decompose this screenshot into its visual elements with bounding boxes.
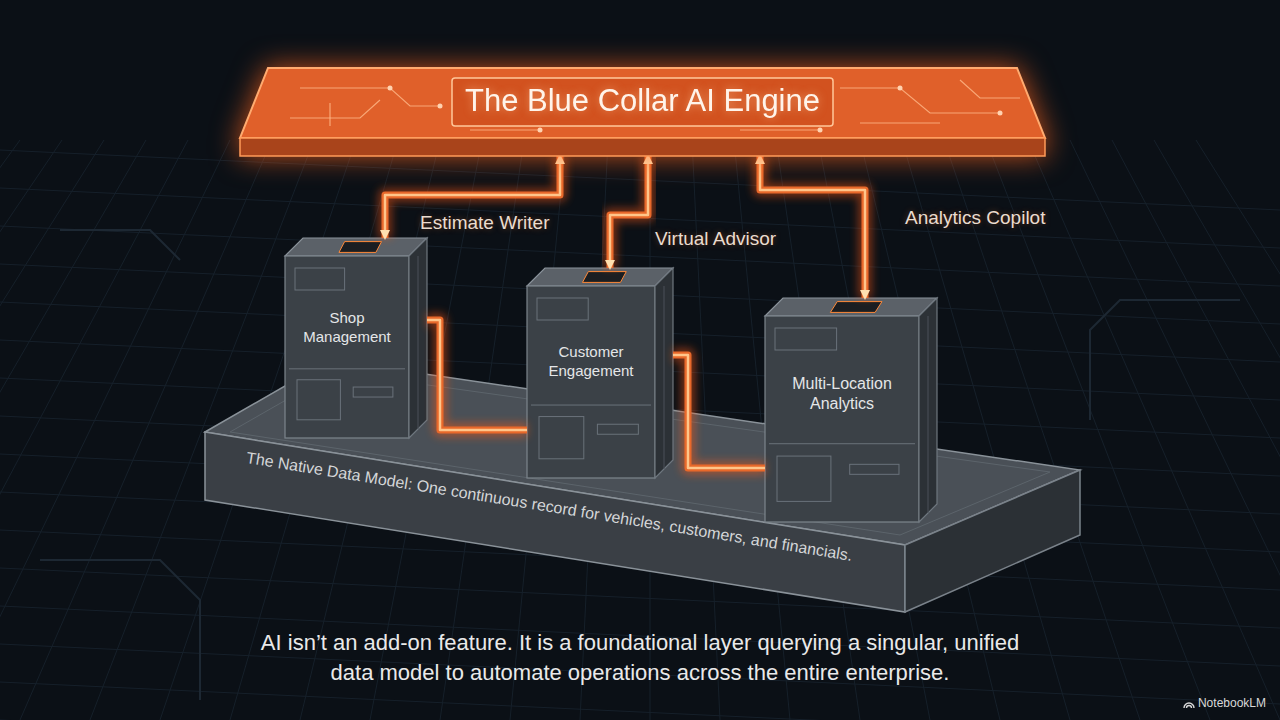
watermark-icon: [1183, 697, 1195, 709]
grid-line: [0, 140, 62, 720]
box-label: Shop Management: [291, 308, 403, 346]
connector-glow: [610, 156, 648, 268]
box-seam: [664, 286, 665, 469]
connector-pipe: [673, 355, 765, 468]
connector-glow: [760, 156, 865, 298]
grid-line: [0, 682, 1280, 720]
watermark: NotebookLM: [1198, 696, 1266, 710]
box-top: [527, 268, 673, 286]
glow-connector: [427, 320, 527, 430]
glow-connector: [610, 156, 648, 268]
connector-pipe: [385, 156, 560, 238]
box-seam: [289, 368, 405, 369]
glow-connector: [385, 156, 560, 238]
caption-text: AI isn’t an add-on feature. It is a foun…: [240, 628, 1040, 688]
connector-core: [427, 320, 527, 430]
box-opening: [582, 272, 626, 283]
circuit-trace: [40, 560, 200, 700]
box-label: Multi-Location Analytics: [771, 374, 913, 414]
box-side: [655, 268, 673, 478]
circuit-pad: [898, 86, 903, 91]
circuit-trace: [840, 88, 1000, 113]
box-front: [765, 316, 919, 522]
box-label: Customer Engagement: [533, 342, 649, 380]
box-seam: [928, 316, 929, 513]
box-opening: [339, 242, 382, 253]
circuit-pad: [818, 128, 823, 133]
connector-core: [385, 156, 560, 238]
box-panel: [850, 464, 899, 474]
connector-label: Virtual Advisor: [655, 228, 776, 250]
box-panel: [295, 268, 345, 290]
platform-side: [905, 470, 1080, 612]
connector-label: Analytics Copilot: [905, 207, 1045, 229]
box-panel: [775, 328, 837, 350]
circuit-trace: [300, 88, 440, 106]
box-panel: [777, 456, 831, 501]
circuit-pad: [538, 128, 543, 133]
circuit-trace: [470, 129, 540, 130]
box-front: [527, 286, 655, 478]
grid-line: [1154, 140, 1280, 720]
connector-core: [673, 355, 765, 468]
engine-top: [240, 68, 1045, 138]
grid-line: [1070, 140, 1280, 720]
grid-line: [0, 150, 1280, 210]
circuit-trace: [860, 122, 940, 123]
connector-label: Estimate Writer: [420, 212, 550, 234]
connector-pipe: [610, 156, 648, 268]
box-panel: [537, 298, 588, 320]
circuit-pad: [998, 111, 1003, 116]
box-panel: [597, 424, 638, 434]
circuit-trace: [960, 80, 1020, 98]
box-seam: [769, 443, 915, 444]
grid-line: [1028, 140, 1280, 720]
engine-front: [240, 138, 1045, 156]
glow-connector: [673, 355, 765, 468]
grid-line: [0, 568, 1280, 628]
circuit-pad: [388, 86, 393, 91]
watermark-icon-mark: [1184, 703, 1194, 708]
grid-line: [0, 140, 230, 720]
circuit-trace: [740, 129, 820, 130]
connector-glow: [673, 355, 765, 468]
box-side: [409, 238, 427, 438]
grid-line: [1196, 140, 1280, 720]
box-panel: [297, 380, 340, 420]
engine-title: The Blue Collar AI Engine: [240, 83, 1045, 118]
box-panel: [539, 417, 584, 459]
circuit-trace: [290, 100, 380, 118]
circuit-pad: [438, 104, 443, 109]
box-top: [285, 238, 427, 256]
connector-pipe: [760, 156, 865, 298]
box-side: [919, 298, 937, 522]
box-seam: [418, 256, 419, 429]
system-box: Multi-Location Analytics: [765, 298, 937, 522]
engine-slab: The Blue Collar AI Engine: [240, 68, 1045, 156]
circuit-trace: [329, 103, 330, 126]
connector-core: [610, 156, 648, 268]
grid-line: [0, 140, 104, 720]
system-box: Shop Management: [285, 238, 427, 438]
connector-glow: [385, 156, 560, 238]
circuit-trace: [1090, 300, 1240, 420]
box-top: [765, 298, 937, 316]
connector-pipe: [427, 320, 527, 430]
connector-glow: [427, 320, 527, 430]
grid-line: [0, 140, 188, 720]
connector-core: [760, 156, 865, 298]
box-panel: [353, 387, 393, 397]
grid-line: [1112, 140, 1280, 720]
glow-connector: [760, 156, 865, 298]
circuit-trace: [60, 230, 180, 260]
system-box: Customer Engagement: [527, 268, 673, 478]
box-front: [285, 256, 409, 438]
box-seam: [531, 405, 651, 406]
box-opening: [830, 302, 882, 313]
